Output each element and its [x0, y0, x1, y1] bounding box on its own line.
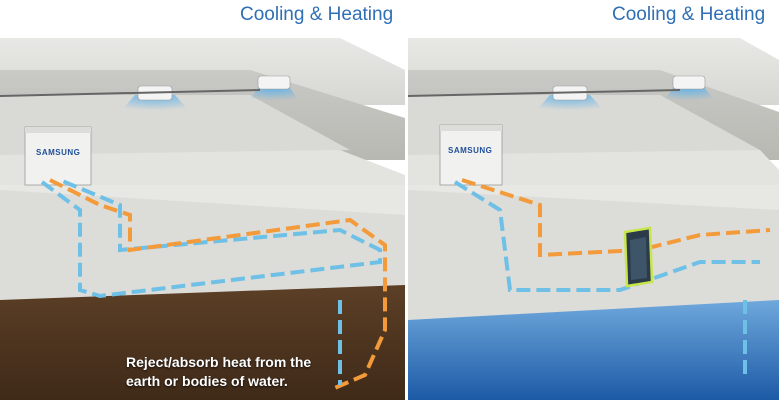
water-body	[408, 300, 779, 400]
soil	[0, 285, 405, 400]
heat-exchanger	[623, 226, 654, 288]
panel-separator	[405, 0, 408, 400]
caption-line-1: Reject/absorb heat from the	[126, 354, 312, 370]
left-panel-title: Cooling & Heating	[240, 4, 394, 25]
caption-line-2: earth or bodies of water.	[126, 373, 288, 389]
left-indoor-unit	[24, 126, 92, 186]
right-samsung-logo: SAMSUNG	[448, 146, 493, 155]
left-ceiling-unit-2	[248, 75, 300, 102]
left-samsung-logo: SAMSUNG	[36, 148, 81, 157]
left-middle-slab	[0, 150, 405, 185]
left-panel	[0, 38, 405, 400]
right-floor-surface	[408, 190, 779, 320]
right-indoor-unit	[439, 124, 503, 186]
right-ceiling-pipe	[407, 89, 681, 97]
left-ceiling-pipe	[0, 89, 261, 97]
right-ceiling-unit-2	[663, 75, 715, 102]
right-pipes	[453, 178, 771, 380]
left-pipes	[40, 178, 387, 392]
right-panel-title: Cooling & Heating	[612, 4, 766, 25]
right-panel	[407, 0, 779, 400]
